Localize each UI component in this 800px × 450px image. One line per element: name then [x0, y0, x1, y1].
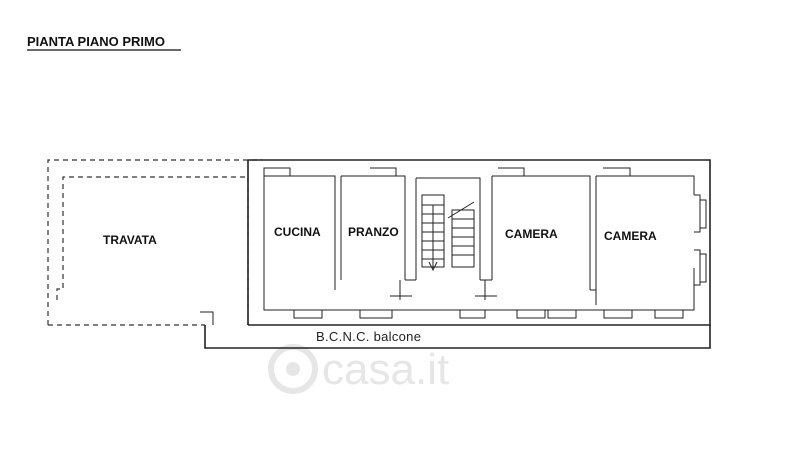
balcony-label: B.C.N.C. balcone	[316, 329, 421, 344]
building-walls	[247, 159, 711, 326]
watermark-logo-icon	[268, 344, 318, 394]
travata-outline	[47, 159, 262, 326]
room-label-pranzo: PRANZO	[348, 225, 399, 239]
watermark-text: casa.it	[322, 345, 449, 394]
room-label-travata: TRAVATA	[103, 233, 157, 247]
room-label-camera-2: CAMERA	[604, 229, 657, 243]
watermark: casa.it	[268, 344, 449, 394]
plan-title: PIANTA PIANO PRIMO	[27, 34, 165, 49]
staircase	[421, 194, 475, 272]
balcony	[204, 325, 711, 349]
room-label-cucina: CUCINA	[274, 225, 321, 239]
room-label-camera-1: CAMERA	[505, 227, 558, 241]
